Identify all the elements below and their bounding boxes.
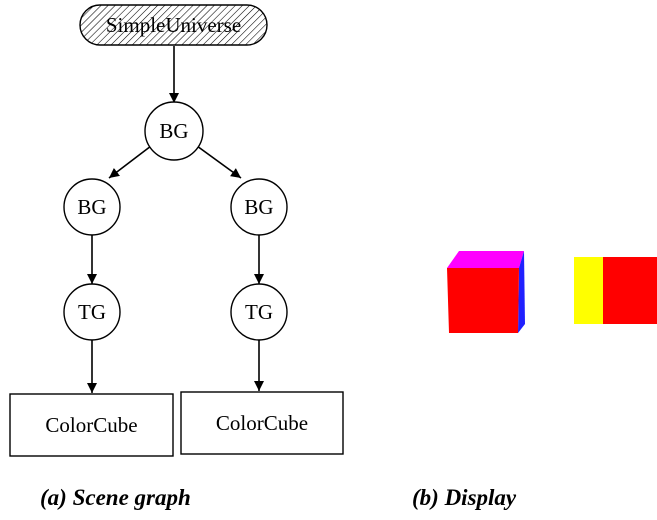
left-cube-label: ColorCube bbox=[45, 413, 137, 437]
branch-group-node-left: BG bbox=[63, 178, 121, 236]
right-bg-label: BG bbox=[244, 195, 273, 219]
color-cube-node-right: ColorCube bbox=[180, 391, 344, 455]
branch-group-node-right: BG bbox=[230, 178, 288, 236]
edge-bg-to-left-bg bbox=[108, 145, 152, 179]
display-view bbox=[447, 251, 657, 333]
rendered-cube-left bbox=[447, 251, 525, 333]
graph-edges bbox=[87, 46, 264, 393]
rendered-cube-right bbox=[574, 257, 657, 324]
transform-group-node-right: TG bbox=[230, 283, 288, 341]
left-bg-label: BG bbox=[77, 195, 106, 219]
caption-display: (b) Display bbox=[412, 485, 517, 510]
right-cube-label: ColorCube bbox=[216, 411, 308, 435]
edge-bg-to-right-bg bbox=[196, 145, 242, 179]
branch-group-node-root: BG bbox=[144, 101, 204, 161]
cube-left-front-face bbox=[447, 268, 519, 333]
cube-right-yellow-face bbox=[574, 257, 603, 324]
simple-universe-label: SimpleUniverse bbox=[106, 13, 241, 37]
cube-left-side-face bbox=[518, 251, 525, 333]
cube-left-top-face bbox=[447, 251, 524, 268]
branch-group-label: BG bbox=[159, 119, 188, 143]
color-cube-node-left: ColorCube bbox=[9, 393, 174, 457]
transform-group-node-left: TG bbox=[63, 283, 121, 341]
simple-universe-node: SimpleUniverse bbox=[79, 4, 268, 46]
caption-scene-graph: (a) Scene graph bbox=[40, 485, 191, 510]
cube-right-red-face bbox=[603, 257, 657, 324]
left-tg-label: TG bbox=[78, 300, 106, 324]
right-tg-label: TG bbox=[245, 300, 273, 324]
